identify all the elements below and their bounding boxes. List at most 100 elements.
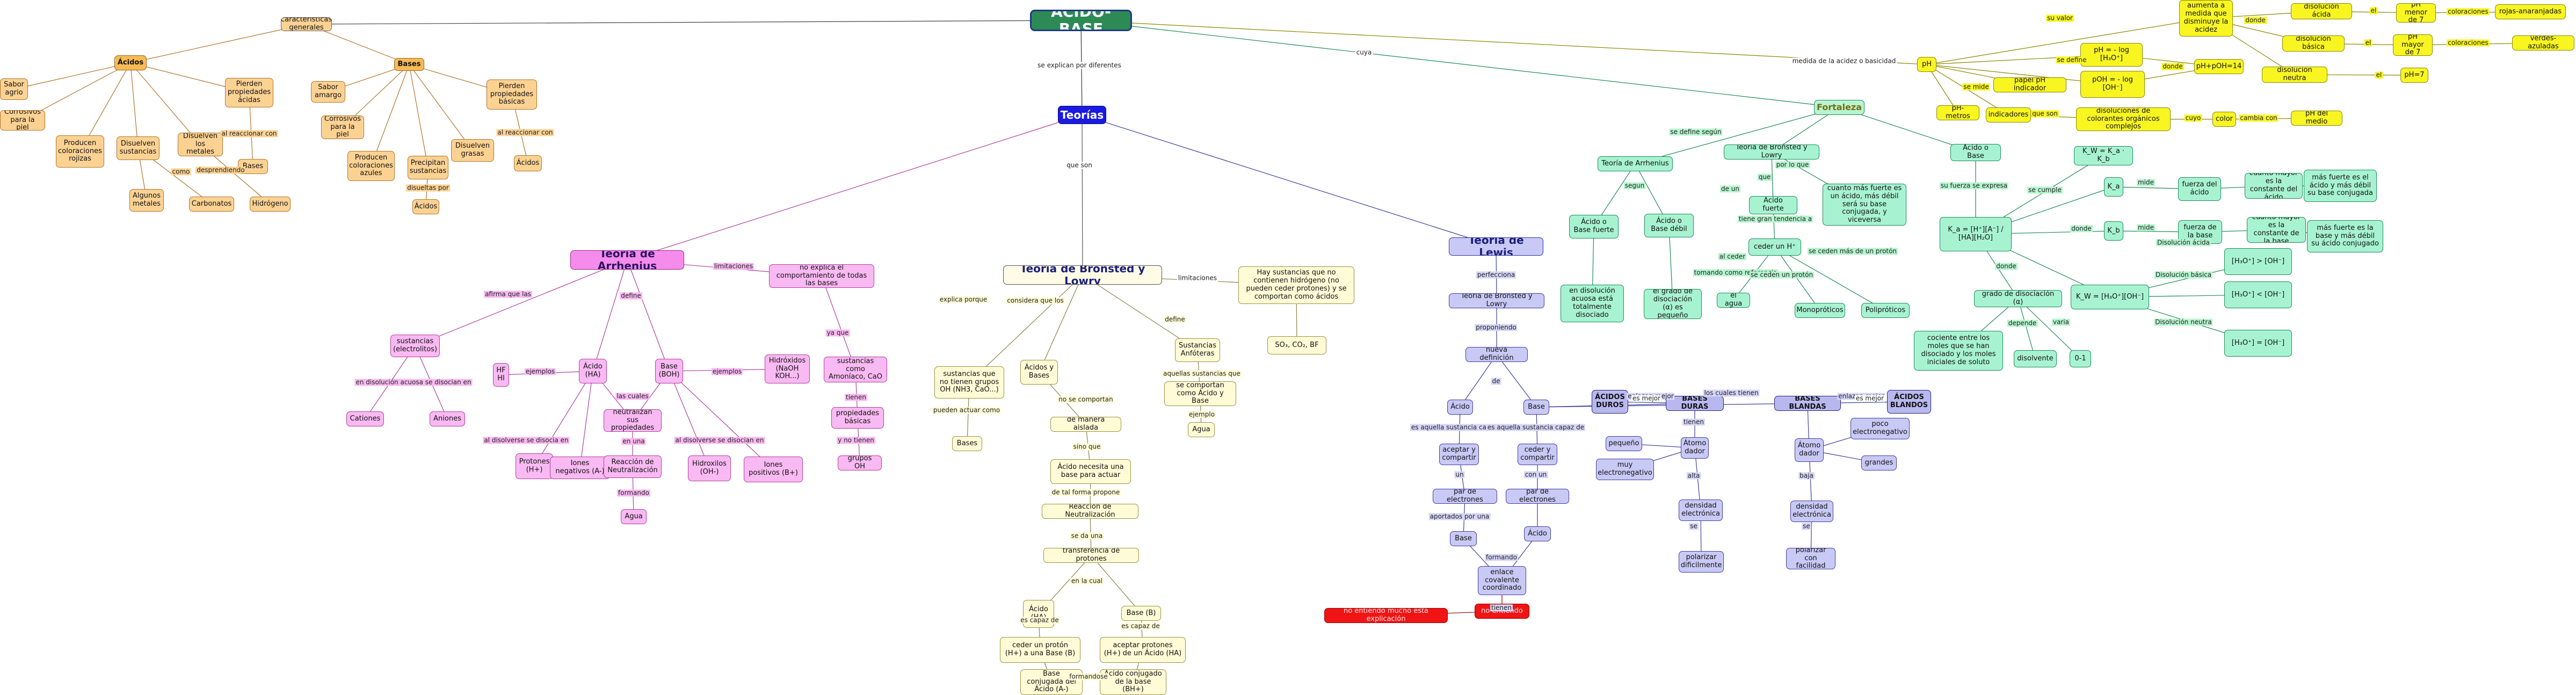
node-acidos-duros[interactable]: ÁCIDOS DUROS	[1592, 390, 1628, 414]
node-ph-poh-14[interactable]: pH+pOH=14	[2194, 59, 2244, 74]
node-acidos-y-bases[interactable]: Ácidos y Bases	[1020, 360, 1058, 385]
node-verdes-azuladas[interactable]: verdes-azuladas	[2512, 35, 2574, 50]
node-mas-fuerte-base[interactable]: más fuerte es la base y más débil su áci…	[2307, 220, 2383, 252]
node-pierden-propiedades-basicas[interactable]: Pierden propiedades básicas	[487, 79, 537, 110]
node-rojas-anaranjadas[interactable]: rojas-anaranjadas	[2495, 4, 2566, 19]
node-bronsted[interactable]: Teoría de Bronsted y Lowry	[1003, 265, 1162, 285]
node-kb[interactable]: K_b	[2104, 221, 2123, 241]
node-grupos-oh[interactable]: grupos OH	[838, 455, 882, 470]
node-acido-base-fuerte[interactable]: Ácido o Base fuerte	[1569, 215, 1619, 238]
node-corrosivos-piel-2[interactable]: Corrosivos para la piel	[321, 115, 364, 139]
node-disuelven-grasas[interactable]: Disuelven grasas	[451, 139, 494, 162]
node-fortaleza[interactable]: Fortaleza	[1814, 100, 1864, 115]
node-acido-lewis[interactable]: Ácido	[1447, 400, 1473, 415]
node-acido-base-debil[interactable]: Ácido o Base débil	[1644, 214, 1694, 237]
node-aumenta-medida[interactable]: aumenta a medida que disminuye la acidez	[2179, 0, 2233, 37]
node-disuelven-sustancias[interactable]: Disuelven sustancias	[117, 136, 159, 160]
node-kw-h3o[interactable]: K_W = [H₃O⁺][OH⁻]	[2071, 285, 2149, 309]
node-carbonatos[interactable]: Carbonatos	[189, 197, 234, 212]
node-nueva-definicion[interactable]: nueva definición	[1465, 347, 1528, 362]
node-base-lewis[interactable]: Base	[1523, 400, 1549, 415]
node-lewis-tb[interactable]: Teoría de Bronsted y Lowry	[1449, 293, 1544, 308]
node-sustancias-electrolitos[interactable]: sustancias (electrolitos)	[390, 335, 440, 357]
node-teoria-arrhenius-small[interactable]: Teoría de Arrhenius	[1598, 156, 1673, 171]
node-polarizar-dificilmente[interactable]: polarizar dificilmente	[1679, 551, 1724, 573]
node-densidad-electronica-2[interactable]: densidad electrónica	[1790, 501, 1833, 522]
node-propiedades-basicas[interactable]: propiedades básicas	[831, 407, 884, 429]
node-pequeno[interactable]: pequeño	[1606, 436, 1642, 451]
node-acido-fuerte[interactable]: Ácido fuerte	[1749, 196, 1797, 214]
node-caracteristicas[interactable]: características generales	[281, 17, 332, 31]
node-sustancias-anfoteras[interactable]: Sustancias Anfóteras	[1175, 338, 1220, 362]
node-corrosivos-piel-1[interactable]: Corrosivos para la piel	[0, 110, 45, 131]
node-hidrogeno[interactable]: Hidrógeno	[250, 197, 291, 212]
node-acido-o-base[interactable]: Ácido o Base	[1950, 144, 2001, 161]
node-base-boh[interactable]: Base (BOH)	[655, 359, 683, 383]
node-agua-2[interactable]: Agua	[1188, 422, 1215, 437]
node-disolucion-acida[interactable]: disolución ácida	[2291, 3, 2352, 19]
node-hidroxilos[interactable]: Hidroxilos (OH-)	[688, 455, 731, 481]
node-atomo-dador-2[interactable]: Átomo dador	[1795, 438, 1824, 462]
node-acido-base[interactable]: ÁCIDO-BASE	[1030, 10, 1132, 31]
node-producen-colores-azules[interactable]: Producen coloraciones azules	[347, 151, 395, 181]
node-cuanto-mayor-base[interactable]: cuanto mayor es la constante de la base	[2247, 217, 2306, 243]
node-agua-1[interactable]: Agua	[621, 509, 647, 524]
node-polarizar-facilidad[interactable]: polarizar con facilidad	[1786, 548, 1835, 569]
node-bases-duras[interactable]: BASES DURAS	[1666, 396, 1724, 411]
node-hay-sustancias[interactable]: Hay sustancias que no contienen hidrógen…	[1238, 266, 1354, 304]
node-bases[interactable]: Bases	[394, 58, 424, 71]
node-el-agua[interactable]: el agua	[1717, 293, 1750, 308]
node-monoproticos[interactable]: Monopróticos	[1795, 303, 1845, 318]
node-ph[interactable]: pH	[1917, 57, 1936, 72]
node-reaccion-neutralizacion-2[interactable]: Reacción de Neutralización	[1042, 504, 1138, 519]
node-ph-mayor-7[interactable]: pH mayor de 7	[2393, 34, 2433, 56]
node-cuanto-mas-fuerte[interactable]: cuanto más fuerte es un ácido, más débil…	[1823, 184, 1906, 226]
node-kw-expr[interactable]: K_W = K_a · K_b	[2074, 146, 2133, 165]
node-hf-hi[interactable]: HF HI	[493, 363, 509, 387]
node-acido-ha[interactable]: Ácido (HA)	[579, 359, 607, 383]
node-aceptar-compartir[interactable]: aceptar y compartir	[1439, 444, 1479, 465]
node-muy-electronegativo[interactable]: muy electronegativo	[1596, 459, 1654, 480]
node-ceder-proton[interactable]: ceder un protón (H+) a una Base (B)	[1000, 637, 1080, 663]
node-poco-electronegativo[interactable]: poco electronegativo	[1851, 418, 1910, 439]
node-disuelven-metales[interactable]: Disuelven los metales	[178, 133, 223, 156]
node-cociente-moles[interactable]: cociente entre los moles que se han diso…	[1914, 331, 2003, 371]
node-ph-menor-7[interactable]: pH menor de 7	[2396, 3, 2436, 23]
node-producen-colores-rojizas[interactable]: Producen coloraciones rojizas	[56, 135, 104, 168]
node-h3o-oh-neutra[interactable]: [H₃O⁺] = [OH⁻]	[2224, 330, 2292, 357]
node-reaccion-neutralizacion-1[interactable]: Reacción de Neutralización	[604, 455, 662, 478]
node-color[interactable]: color	[2212, 112, 2236, 127]
node-neutralizan[interactable]: neutralizan sus propiedades	[604, 409, 662, 432]
node-h3o-oh-acido[interactable]: [H₃O⁺] > [OH⁻]	[2224, 248, 2292, 275]
node-sabor-amargo[interactable]: Sabor amargo	[311, 81, 345, 103]
node-transferencia-protones[interactable]: transferencia de protones	[1043, 548, 1139, 563]
node-no-explica[interactable]: no explica el comportamiento de todas la…	[769, 264, 874, 288]
node-ceder-compartir[interactable]: ceder y compartir	[1518, 444, 1557, 465]
node-atomo-dador-1[interactable]: Átomo dador	[1681, 437, 1709, 459]
node-ceder-un-h[interactable]: ceder un H⁺	[1748, 238, 1801, 256]
node-par-electrones-2[interactable]: par de electrones	[1506, 489, 1569, 504]
node-acidos-small-2[interactable]: Ácidos	[412, 199, 439, 214]
node-ph-igual-7[interactable]: pH=7	[2400, 68, 2428, 83]
node-no-entiendo[interactable]: no entiendo mucho esta explicación	[1324, 608, 1448, 623]
node-cuanto-mayor-acido[interactable]: cuanto mayor es la constante del ácido	[2245, 173, 2303, 199]
node-acido-conjugado[interactable]: Ácido conjugado de la base (BH+)	[1100, 669, 1166, 695]
node-acido-necesita[interactable]: Ácido necesita una base para actuar	[1050, 459, 1131, 484]
node-acidos[interactable]: Ácidos	[114, 55, 147, 70]
node-arrhenius[interactable]: Teoría de Arrhenius	[570, 250, 684, 270]
node-sabor-agrio[interactable]: Sabor agrio	[0, 78, 28, 100]
node-base-lewis-2[interactable]: Base	[1450, 531, 1477, 546]
node-papel-ph[interactable]: papel pH indicador	[1993, 77, 2066, 92]
node-precipitan-sustancias[interactable]: Precipitan sustancias	[408, 156, 448, 179]
node-en-disolucion-acuosa[interactable]: en disolución acuosa está totalmente dis…	[1561, 285, 1624, 322]
node-h3o-oh-basica[interactable]: [H₃O⁺] < [OH⁻]	[2224, 281, 2292, 308]
node-ph-def[interactable]: pH = - log [H₃O⁺]	[2080, 43, 2143, 67]
node-lewis[interactable]: Teoría de Lewis	[1449, 237, 1543, 256]
node-indicadores[interactable]: indicadores	[1986, 107, 2031, 122]
node-teoria-bronsted-small[interactable]: Teoría de Bronsted y Lowry	[1724, 144, 1819, 160]
node-polipr[interactable]: Polipróticos	[1861, 303, 1910, 318]
node-aceptar-protones[interactable]: aceptar protones (H+) de un Ácido (HA)	[1100, 637, 1186, 663]
node-ka[interactable]: K_a	[2104, 177, 2123, 197]
node-ka-frac[interactable]: K_a = [H⁺][A⁻] / [HA][H₂O]	[1940, 217, 2012, 251]
node-poh-def[interactable]: pOH = - log [OH⁻]	[2080, 71, 2145, 98]
